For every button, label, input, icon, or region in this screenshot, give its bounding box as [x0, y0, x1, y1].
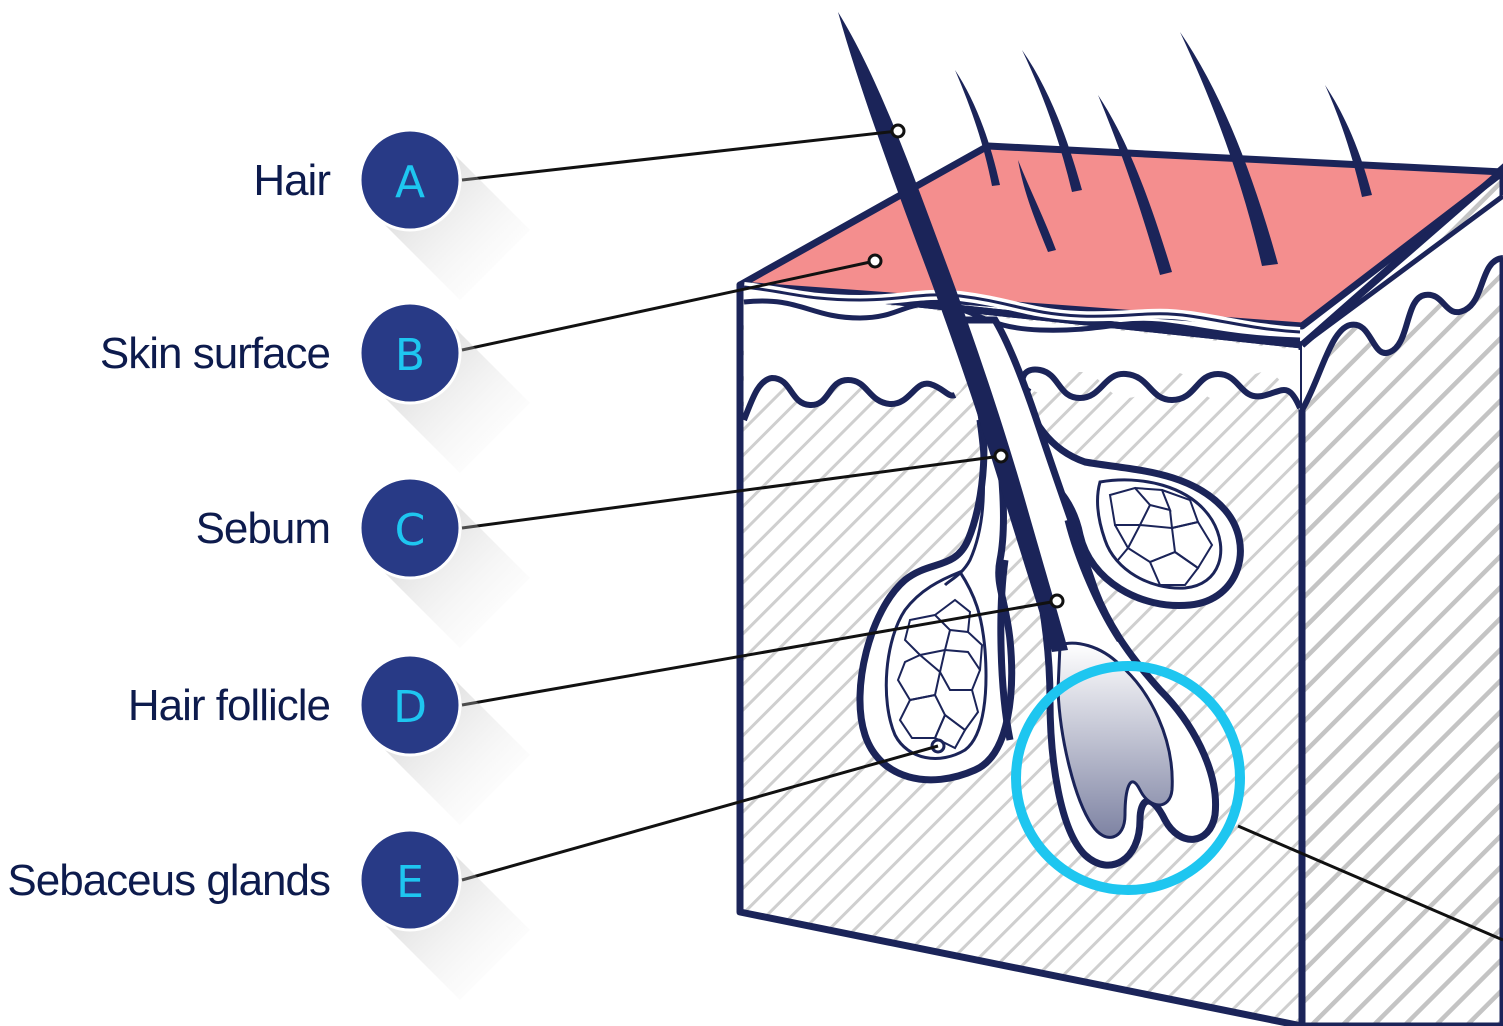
- dot-hair-follicle: [1051, 595, 1063, 607]
- label-text-sebum: Sebum: [196, 504, 330, 553]
- dot-hair: [892, 125, 904, 137]
- dot-skin-surface: [869, 255, 881, 267]
- label-text-hair-follicle: Hair follicle: [128, 681, 330, 730]
- label-row-b: B Skin surface: [100, 303, 530, 473]
- badge-letter-b: B: [395, 330, 425, 381]
- badge-letter-e: E: [396, 857, 424, 908]
- label-list: A Hair B Skin surface C Sebum D Hair fol…: [7, 130, 530, 1000]
- label-row-e: E Sebaceus glands: [7, 830, 530, 1000]
- badge-letter-a: A: [395, 157, 425, 208]
- badge-letter-c: C: [395, 505, 426, 556]
- label-row-a: A Hair: [253, 130, 530, 300]
- label-text-hair: Hair: [253, 156, 330, 205]
- label-text-skin-surface: Skin surface: [100, 329, 330, 378]
- badge-letter-d: D: [393, 682, 427, 733]
- leader-hair: [462, 131, 898, 180]
- dot-sebum: [995, 450, 1007, 462]
- label-row-c: C Sebum: [196, 478, 530, 648]
- label-text-sebaceus-glands: Sebaceus glands: [7, 856, 330, 905]
- label-row-d: D Hair follicle: [128, 655, 530, 825]
